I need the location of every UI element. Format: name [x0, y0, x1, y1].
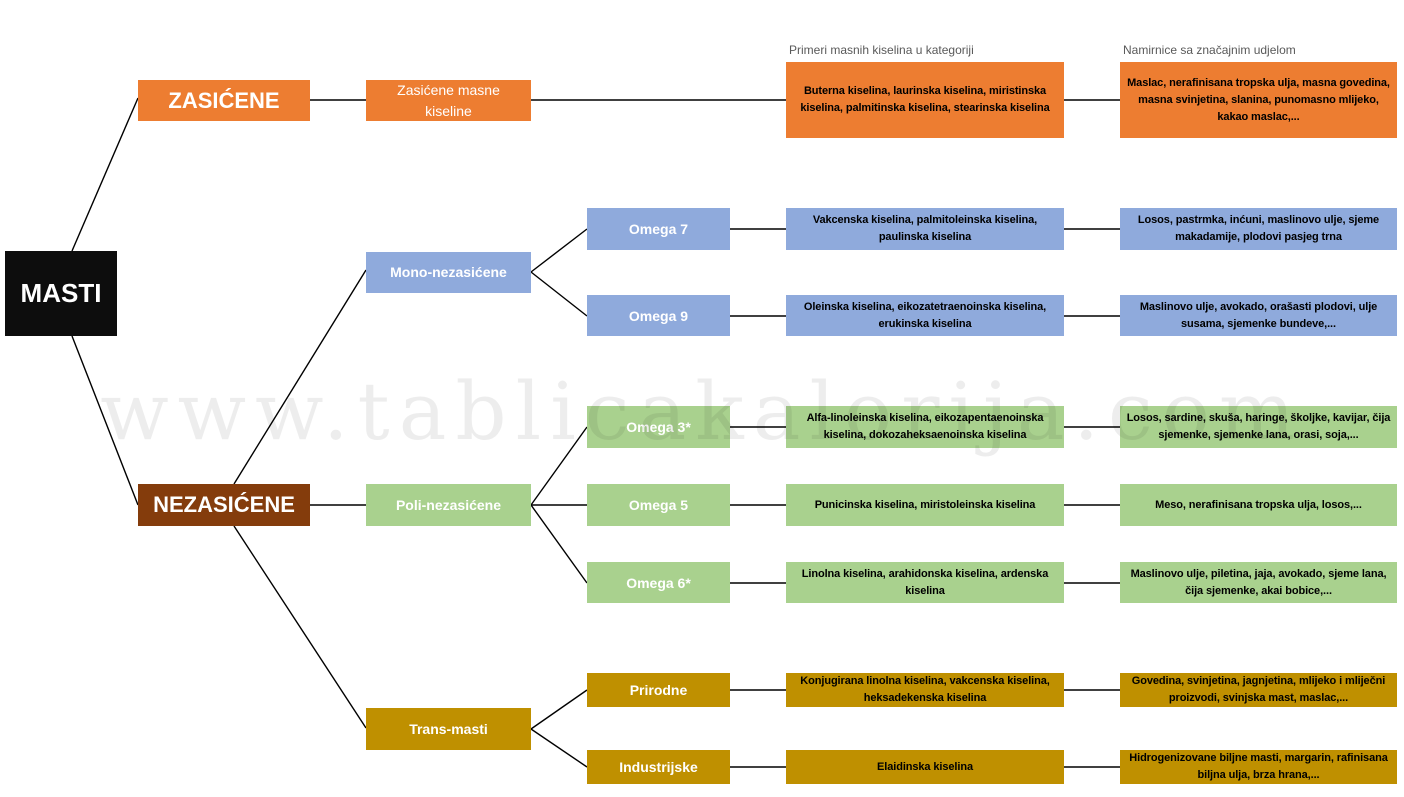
- foods-box-prirodne: Govedina, svinjetina, jagnjetina, mlijek…: [1120, 673, 1397, 707]
- group-node-prirodne: Prirodne: [587, 673, 730, 707]
- group-node-omega-9: Omega 9: [587, 295, 730, 336]
- connector-trans-industrijske: [530, 728, 588, 768]
- connector-mono-omega9: [530, 271, 588, 317]
- connector-trans-prirodne: [530, 689, 588, 730]
- foods-box-omega-9: Maslinovo ulje, avokado, orašasti plodov…: [1120, 295, 1397, 336]
- foods-box-omega-6: Maslinovo ulje, piletina, jaja, avokado,…: [1120, 562, 1397, 603]
- group-node-omega-5: Omega 5: [587, 484, 730, 526]
- column-header-acids: Primeri masnih kiselina u kategoriji: [789, 43, 974, 57]
- acids-box-omega-5: Punicinska kiselina, miristoleinska kise…: [786, 484, 1064, 526]
- type-node-mono-nezasicene: Mono-nezasićene: [366, 252, 531, 293]
- acids-box-zasicene: Buterna kiselina, laurinska kiselina, mi…: [786, 62, 1064, 138]
- acids-box-omega-6: Linolna kiselina, arahidonska kiselina, …: [786, 562, 1064, 603]
- connector-masti-zasicene: [71, 97, 139, 252]
- column-header-foods: Namirnice sa značajnim udjelom: [1123, 43, 1296, 57]
- root-node-masti: MASTI: [5, 251, 117, 336]
- acids-box-omega-3: Alfa-linoleinska kiselina, eikozapentaen…: [786, 406, 1064, 448]
- acids-box-omega-7: Vakcenska kiselina, palmitoleinska kisel…: [786, 208, 1064, 250]
- acids-box-prirodne: Konjugirana linolna kiselina, vakcenska …: [786, 673, 1064, 707]
- category-node-nezasicene: NEZASIĆENE: [138, 484, 310, 526]
- type-node-trans-masti: Trans-masti: [366, 708, 531, 750]
- group-node-omega-7: Omega 7: [587, 208, 730, 250]
- connector-poli-omega6: [530, 504, 588, 584]
- acids-box-industrijske: Elaidinska kiselina: [786, 750, 1064, 784]
- connector-masti-nezasicene: [71, 335, 139, 506]
- foods-box-omega-7: Losos, pastrmka, inćuni, maslinovo ulje,…: [1120, 208, 1397, 250]
- connector-mono-omega7: [530, 228, 588, 273]
- foods-box-omega-5: Meso, nerafinisana tropska ulja, losos,.…: [1120, 484, 1397, 526]
- type-node-zasicene-masne-kiseline: Zasićene masne kiseline: [366, 80, 531, 121]
- category-node-zasicene: ZASIĆENE: [138, 80, 310, 121]
- group-node-omega-6: Omega 6*: [587, 562, 730, 603]
- connector-poli-omega3: [530, 426, 588, 506]
- foods-box-zasicene: Maslac, nerafinisana tropska ulja, masna…: [1120, 62, 1397, 138]
- group-node-industrijske: Industrijske: [587, 750, 730, 784]
- type-node-poli-nezasicene: Poli-nezasićene: [366, 484, 531, 526]
- connector-nezasicene-mono: [233, 269, 367, 485]
- group-node-omega-3: Omega 3*: [587, 406, 730, 448]
- connector-nezasicene-trans: [233, 525, 367, 729]
- acids-box-omega-9: Oleinska kiselina, eikozatetraenoinska k…: [786, 295, 1064, 336]
- foods-box-industrijske: Hidrogenizovane biljne masti, margarin, …: [1120, 750, 1397, 784]
- foods-box-omega-3: Losos, sardine, skuša, haringe, školjke,…: [1120, 406, 1397, 448]
